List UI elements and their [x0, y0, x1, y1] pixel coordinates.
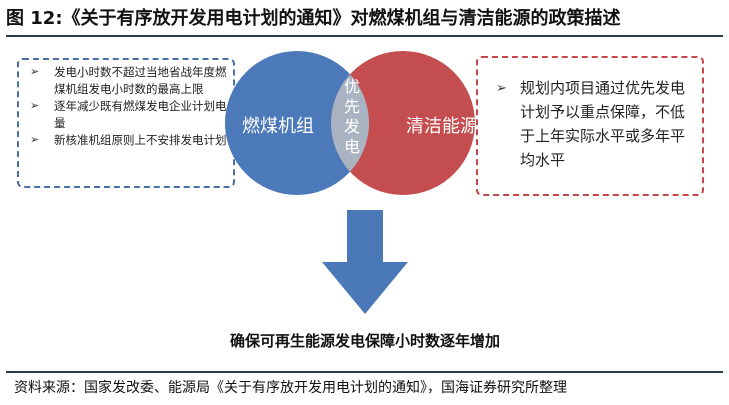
arrow-bullet-icon: ➢ [30, 99, 40, 112]
figure-title: 图 12:《关于有序放开发用电计划的通知》对燃煤机组与清洁能源的政策描述 [6, 8, 621, 29]
down-arrow-icon [322, 210, 408, 314]
list-item: ➢规划内项目通过优先发电计划予以重点保障，不低于上年实际水平或多年平均水平 [496, 79, 686, 169]
arrow-bullet-icon: ➢ [30, 133, 40, 146]
top-divider [6, 35, 723, 37]
overlap-label: 优先发电 [341, 78, 360, 158]
coal-circle [225, 51, 369, 195]
list-item: ➢发电小时数不超过当地省战年度燃煤机组发电小时数的最高上限 [30, 65, 227, 96]
list-item: ➢逐年减少既有燃煤发电企业计划电量 [30, 99, 227, 130]
arrow-bullet-icon: ➢ [496, 81, 507, 96]
coal-circle-label: 燃煤机组 [242, 116, 314, 137]
venn-diagram [225, 51, 475, 195]
coal-policy-list: ➢发电小时数不超过当地省战年度燃煤机组发电小时数的最高上限 ➢逐年减少既有燃煤发… [26, 64, 231, 150]
conclusion-text: 确保可再生能源发电保障小时数逐年增加 [229, 332, 500, 350]
source-note: 资料来源：国家发改委、能源局《关于有序放开发用电计划的通知》，国海证券研究所整理 [14, 380, 567, 396]
bottom-divider [6, 371, 723, 373]
list-item: ➢新核准机组原则上不安排发电计划 [30, 133, 227, 147]
clean-energy-policy-box [476, 56, 704, 196]
clean-energy-policy-list: ➢规划内项目通过优先发电计划予以重点保障，不低于上年实际水平或多年平均水平 [492, 76, 697, 172]
clean-energy-circle [331, 51, 475, 195]
arrow-bullet-icon: ➢ [30, 65, 40, 78]
clean-energy-circle-label: 清洁能源 [406, 116, 478, 137]
